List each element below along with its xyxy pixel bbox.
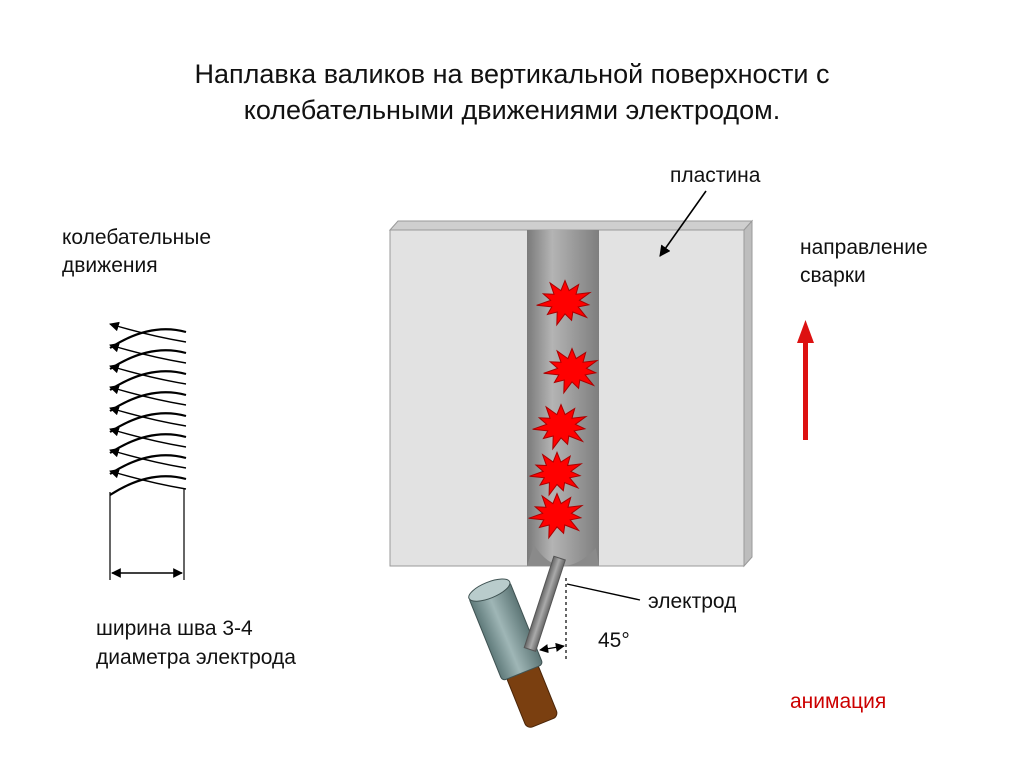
oscillation-arc-return: [109, 384, 187, 406]
animation-link[interactable]: анимация: [790, 690, 887, 713]
oscillation-arc: [109, 328, 187, 349]
oscillation-arc-return: [109, 363, 187, 385]
arrow-up-icon: [797, 320, 814, 440]
plate-side-edge: [743, 219, 753, 568]
plate-label: пластина: [670, 164, 761, 187]
oscillation-arc: [109, 391, 187, 412]
electrode-label: электрод: [648, 590, 737, 613]
oscillation-arc-return: [109, 447, 187, 469]
angle-indicator: [539, 578, 567, 660]
oscillation-arc-return: [109, 426, 187, 448]
bead-width-label: ширина шва 3-4 диаметра электрода: [96, 617, 296, 669]
oscillation-arc: [109, 370, 187, 391]
oscillation-arc-return: [109, 342, 187, 364]
electrode-rod: [523, 555, 566, 652]
star-burst-icon: [536, 279, 592, 327]
star-burst-icon: [528, 492, 584, 540]
bead-width-dimension: [109, 488, 185, 580]
star-burst-icon: [532, 403, 588, 451]
oscillation-arc: [109, 433, 187, 454]
electrode-leader: [566, 583, 641, 601]
oscillation-arc: [109, 454, 187, 475]
star-burst-icon: [543, 347, 599, 395]
oscillation-arc: [109, 349, 187, 370]
sparks: [528, 279, 599, 540]
star-burst-icon: [529, 450, 584, 497]
direction-label: направление сварки: [800, 236, 928, 287]
plate-top-edge: [388, 220, 754, 231]
angle-label: 45°: [598, 629, 630, 652]
oscillation-arc: [109, 412, 187, 433]
oscillation-arc-return: [109, 321, 187, 343]
plate-leader-arrow: [659, 190, 707, 257]
oscillation-arc-return: [109, 468, 187, 490]
oscillation-arc: [109, 475, 187, 496]
page-title: Наплавка валиков на вертикальной поверхн…: [194, 59, 830, 125]
oscillation-arcs: [109, 321, 187, 496]
electrode-holder: [468, 555, 566, 728]
oscillation-arc-return: [109, 405, 187, 427]
oscillation-label: колебательные движения: [62, 226, 212, 277]
